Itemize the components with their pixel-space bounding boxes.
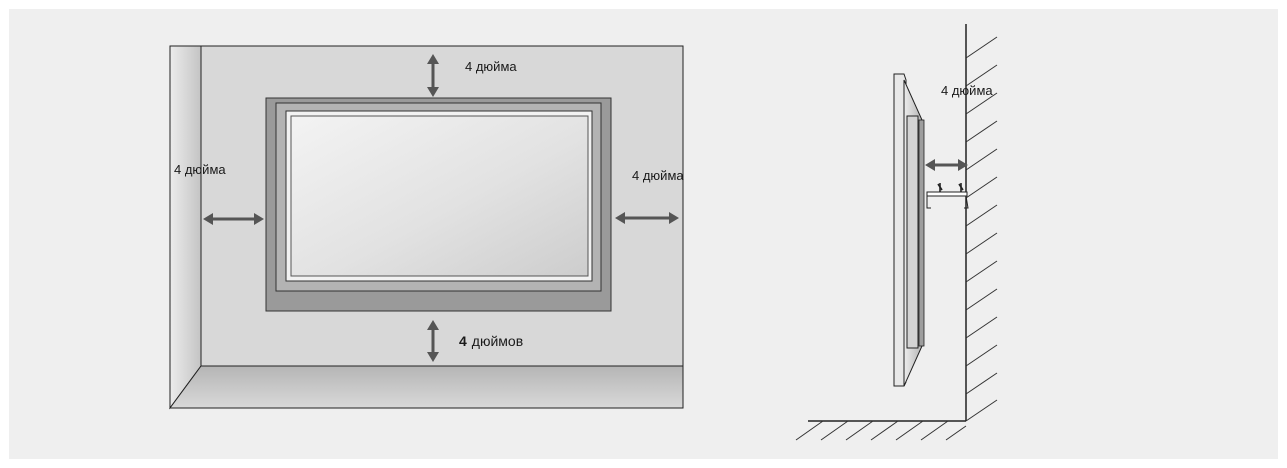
label-bottom-unit: дюймов xyxy=(472,333,523,349)
tv-side-panel xyxy=(906,115,919,349)
label-bottom-number: 4 xyxy=(459,333,467,349)
label-gap: 4 дюйма xyxy=(941,83,993,98)
label-bottom: 4 дюймов xyxy=(459,333,523,349)
tv-screen xyxy=(290,115,589,277)
label-left: 4 дюйма xyxy=(174,162,226,177)
front-view: 4 дюйма 4 дюйма 4 дюйма 4 дюймов xyxy=(169,45,684,410)
wall-bracket xyxy=(926,183,969,209)
arrow-left xyxy=(203,213,264,225)
arrow-gap xyxy=(925,159,968,171)
label-right: 4 дюйма xyxy=(632,168,684,183)
label-top: 4 дюйма xyxy=(465,59,517,74)
left-side-wall xyxy=(169,45,202,410)
arrow-right xyxy=(615,212,679,224)
wall-hatching xyxy=(965,36,998,422)
floor-hatching xyxy=(795,420,967,441)
arrow-bottom xyxy=(427,320,439,362)
floor xyxy=(169,365,684,409)
side-view: 4 дюйма xyxy=(795,24,998,441)
tv-back-plate xyxy=(918,119,925,347)
arrow-top xyxy=(427,54,439,97)
